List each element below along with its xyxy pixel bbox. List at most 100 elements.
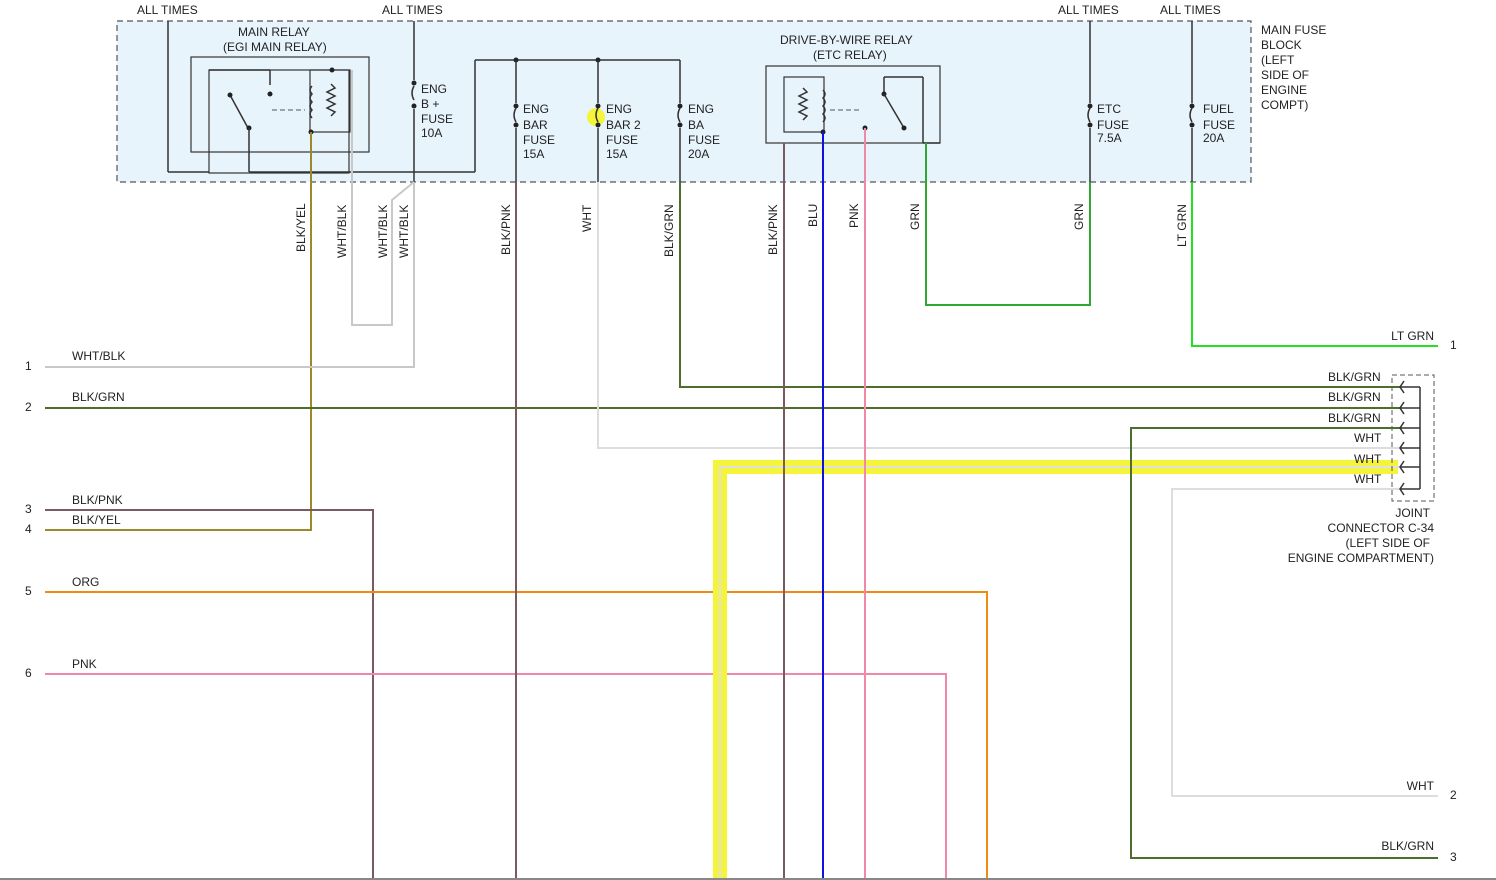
wire-wht-highlighted-core bbox=[719, 466, 1400, 880]
svg-text:15A: 15A bbox=[523, 147, 544, 161]
svg-text:WHT: WHT bbox=[1354, 452, 1382, 466]
left-pins: 1 WHT/BLK 2 BLK/GRN 3 BLK/PNK 4 BLK/YEL … bbox=[25, 349, 125, 680]
svg-text:B +: B + bbox=[421, 97, 439, 111]
wire-blk-grn-ba bbox=[679, 182, 1400, 388]
pin-number: 2 bbox=[25, 400, 32, 414]
wire-label: ORG bbox=[72, 575, 99, 589]
pin-number: 3 bbox=[1450, 850, 1457, 864]
vertical-wire-labels: BLK/YEL WHT/BLK WHT/BLK WHT/BLK BLK/PNK … bbox=[294, 203, 1189, 258]
svg-text:GRN: GRN bbox=[908, 203, 922, 230]
svg-text:COMPT): COMPT) bbox=[1261, 98, 1308, 112]
wire-label: LT GRN bbox=[1391, 329, 1434, 343]
svg-text:(LEFT: (LEFT bbox=[1261, 53, 1295, 67]
svg-text:20A: 20A bbox=[1203, 131, 1224, 145]
svg-text:BLK/GRN: BLK/GRN bbox=[662, 204, 676, 257]
all-times-label: ALL TIMES bbox=[1058, 3, 1119, 17]
wire-blk-pnk-3 bbox=[45, 509, 374, 880]
joint-connector-c34: BLK/GRN BLK/GRN BLK/GRN WHT WHT WHT JOIN… bbox=[1288, 370, 1435, 565]
all-times-label: ALL TIMES bbox=[137, 3, 198, 17]
fuse-block-label: MAIN FUSE BLOCK (LEFT SIDE OF ENGINE COM… bbox=[1261, 23, 1326, 112]
wire-pnk-6 bbox=[45, 673, 947, 880]
pin-number: 6 bbox=[25, 666, 32, 680]
pin-number: 2 bbox=[1450, 788, 1457, 802]
svg-text:(LEFT SIDE OF: (LEFT SIDE OF bbox=[1346, 536, 1430, 550]
svg-text:WHT/BLK: WHT/BLK bbox=[397, 205, 411, 258]
wire-blk-grn-right-3 bbox=[1130, 427, 1438, 859]
svg-text:FUSE: FUSE bbox=[421, 112, 453, 126]
wire-wht-right-2 bbox=[1171, 488, 1438, 797]
svg-text:DRIVE-BY-WIRE RELAY: DRIVE-BY-WIRE RELAY bbox=[780, 33, 913, 47]
svg-text:BLK/PNK: BLK/PNK bbox=[499, 204, 513, 255]
svg-text:20A: 20A bbox=[688, 147, 709, 161]
wire-label: BLK/GRN bbox=[72, 390, 125, 404]
pin-number: 3 bbox=[25, 502, 32, 516]
fuse-fuel: FUEL FUSE 20A bbox=[1189, 21, 1235, 182]
svg-text:BLOCK: BLOCK bbox=[1261, 38, 1302, 52]
svg-text:FUSE: FUSE bbox=[523, 133, 555, 147]
svg-text:7.5A: 7.5A bbox=[1097, 131, 1122, 145]
svg-text:ETC: ETC bbox=[1097, 102, 1121, 116]
wire-blk-yel bbox=[45, 132, 312, 531]
etc-relay: DRIVE-BY-WIRE RELAY (ETC RELAY) bbox=[765, 33, 941, 144]
pin-number: 1 bbox=[25, 359, 32, 373]
fuse-etc: ETC FUSE 7.5A bbox=[1087, 21, 1129, 182]
svg-text:WHT: WHT bbox=[1354, 472, 1382, 486]
svg-text:BLK/PNK: BLK/PNK bbox=[766, 204, 780, 255]
wire-wht-bar2 bbox=[597, 182, 1400, 449]
svg-text:LT GRN: LT GRN bbox=[1175, 204, 1189, 247]
wire-label: BLK/YEL bbox=[72, 513, 121, 527]
main-relay: MAIN RELAY (EGI MAIN RELAY) bbox=[167, 21, 370, 174]
wire-label: WHT/BLK bbox=[72, 349, 125, 363]
svg-text:SIDE OF: SIDE OF bbox=[1261, 68, 1309, 82]
svg-text:ENG: ENG bbox=[421, 82, 447, 96]
pin-number: 4 bbox=[25, 522, 32, 536]
svg-text:GRN: GRN bbox=[1072, 203, 1086, 230]
wire-label: BLK/GRN bbox=[1381, 839, 1434, 853]
svg-text:ENG: ENG bbox=[688, 102, 714, 116]
pin-number: 1 bbox=[1450, 338, 1457, 352]
svg-text:10A: 10A bbox=[421, 126, 442, 140]
wire-label: BLK/PNK bbox=[72, 493, 123, 507]
svg-text:ENGINE COMPARTMENT): ENGINE COMPARTMENT) bbox=[1288, 551, 1434, 565]
wire-org bbox=[45, 591, 988, 880]
fuse-eng-bar2: ENG BAR 2 FUSE 15A bbox=[587, 60, 641, 182]
svg-text:WHT/BLK: WHT/BLK bbox=[335, 205, 349, 258]
svg-text:BLK/YEL: BLK/YEL bbox=[294, 203, 308, 252]
svg-text:BAR: BAR bbox=[523, 118, 548, 132]
svg-text:ENGINE: ENGINE bbox=[1261, 83, 1307, 97]
svg-text:(EGI MAIN RELAY): (EGI MAIN RELAY) bbox=[223, 40, 327, 54]
pin-number: 5 bbox=[25, 584, 32, 598]
svg-text:FUSE: FUSE bbox=[1097, 118, 1129, 132]
svg-text:BLK/GRN: BLK/GRN bbox=[1328, 370, 1381, 384]
svg-text:BAR 2: BAR 2 bbox=[606, 118, 641, 132]
svg-text:BLU: BLU bbox=[806, 204, 820, 227]
svg-text:MAIN FUSE: MAIN FUSE bbox=[1261, 23, 1326, 37]
all-times-label: ALL TIMES bbox=[382, 3, 443, 17]
svg-text:CONNECTOR C-34: CONNECTOR C-34 bbox=[1328, 521, 1435, 535]
svg-text:(ETC RELAY): (ETC RELAY) bbox=[813, 48, 887, 62]
wire-wht-blk bbox=[45, 182, 415, 368]
svg-text:ENG: ENG bbox=[523, 102, 549, 116]
svg-text:JOINT: JOINT bbox=[1395, 506, 1430, 520]
fuse-eng-b: ENG B + FUSE 10A bbox=[411, 21, 453, 182]
svg-text:MAIN RELAY: MAIN RELAY bbox=[238, 25, 310, 39]
wire-grn bbox=[925, 143, 1091, 306]
svg-text:FUSE: FUSE bbox=[606, 133, 638, 147]
fuse-eng-bar: ENG BAR FUSE 15A bbox=[513, 60, 555, 182]
wire-label: WHT bbox=[1407, 779, 1435, 793]
svg-text:PNK: PNK bbox=[847, 203, 861, 228]
svg-text:ENG: ENG bbox=[606, 102, 632, 116]
svg-text:BA: BA bbox=[688, 118, 704, 132]
main-fuse-block bbox=[116, 20, 1252, 183]
svg-text:FUEL: FUEL bbox=[1203, 102, 1234, 116]
fuse-eng-ba: ENG BA FUSE 20A bbox=[677, 60, 720, 182]
svg-text:15A: 15A bbox=[606, 147, 627, 161]
wire-lt-grn bbox=[1191, 182, 1438, 347]
right-pins: LT GRN 1 WHT 2 BLK/GRN 3 bbox=[1381, 329, 1457, 864]
wire-wht-blk-loop bbox=[351, 70, 415, 326]
wire-label: PNK bbox=[72, 657, 97, 671]
svg-text:FUSE: FUSE bbox=[688, 133, 720, 147]
svg-text:BLK/GRN: BLK/GRN bbox=[1328, 411, 1381, 425]
all-times-label: ALL TIMES bbox=[1160, 3, 1221, 17]
